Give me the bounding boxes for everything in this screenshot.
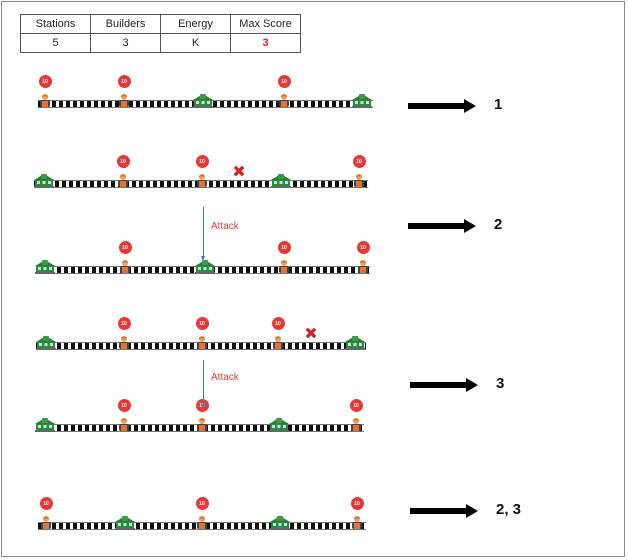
energy-badge: 10 [195,155,209,168]
energy-badge: 10 [38,75,52,88]
builder-icon [356,259,370,273]
builder-icon [116,173,130,187]
station-icon [195,259,215,275]
builder-icon [195,417,209,431]
builder-icon [38,93,52,107]
energy-badge: 10 [195,497,209,510]
builder-icon [117,93,131,107]
builder-icon [350,515,364,529]
result-arrow-icon [408,99,476,113]
energy-badge: 10 [352,155,366,168]
energy-badge: 10 [349,399,363,412]
builder-icon [277,259,291,273]
builder-icon [352,173,366,187]
builder-icon [117,335,131,349]
result-arrow-icon [410,504,478,518]
station-icon [35,417,55,433]
attack-arrow-line [203,360,204,405]
energy-badge: 10 [271,317,285,330]
destroyed-cross-icon [304,326,318,340]
station-icon [193,93,213,109]
energy-badge: 10 [116,155,130,168]
station-icon [270,515,290,531]
energy-badge: 10 [117,399,131,412]
builder-icon [195,335,209,349]
builder-icon [117,417,131,431]
summary-header-row: Stations Builders Energy Max Score [20,14,301,34]
value-stations: 5 [20,33,91,53]
station-icon [271,173,291,189]
station-icon [35,259,55,275]
summary-table: Stations Builders Energy Max Score 5 3 K… [20,14,301,53]
station-icon [36,335,56,351]
energy-badge: 10 [195,317,209,330]
value-energy: K [160,33,231,53]
header-energy: Energy [160,14,231,34]
station-icon [34,173,54,189]
result-label: 1 [494,96,503,113]
header-max-score: Max Score [230,14,301,34]
builder-icon [39,515,53,529]
station-icon [269,417,289,433]
attack-arrow-line [203,207,204,257]
result-arrow-icon [410,378,478,392]
builder-icon [195,515,209,529]
result-arrow-icon [408,219,476,233]
station-icon [345,335,365,351]
attack-arrow-head [201,404,205,409]
header-stations: Stations [20,14,91,34]
header-builders: Builders [90,14,161,34]
result-label: 2 [494,216,503,233]
energy-badge: 10 [277,75,291,88]
builder-icon [118,259,132,273]
builder-icon [195,173,209,187]
destroyed-cross-icon [232,164,246,178]
builder-icon [277,93,291,107]
result-label: 2, 3 [496,501,522,518]
result-label: 3 [496,375,505,392]
builder-icon [349,417,363,431]
attack-arrow-head [201,256,205,261]
energy-badge: 10 [117,75,131,88]
summary-value-row: 5 3 K 3 [20,33,301,53]
attack-label: Attack [211,372,239,383]
builder-icon [271,335,285,349]
value-max-score: 3 [230,33,301,53]
attack-label: Attack [211,221,239,232]
energy-badge: 10 [118,241,132,254]
energy-badge: 10 [277,241,291,254]
energy-badge: 10 [356,241,370,254]
energy-badge: 10 [39,497,53,510]
station-icon [115,515,135,531]
energy-badge: 10 [350,497,364,510]
value-builders: 3 [90,33,161,53]
energy-badge: 10 [117,317,131,330]
station-icon [352,93,372,109]
